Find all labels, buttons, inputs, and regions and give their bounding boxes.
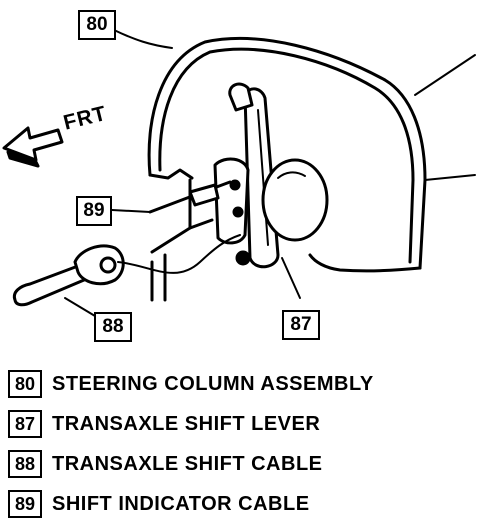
callout-89: 89 bbox=[76, 196, 112, 226]
bracket-bolt-3 bbox=[235, 250, 251, 266]
steering-column-inner bbox=[158, 47, 415, 264]
bracket-bolt-1 bbox=[229, 179, 241, 191]
legend-item: 87 TRANSAXLE SHIFT LEVER bbox=[8, 404, 488, 444]
column-lower-edge bbox=[148, 168, 194, 180]
legend-description: TRANSAXLE SHIFT CABLE bbox=[52, 452, 323, 475]
shift-mechanism-diagram: FRT 80 89 88 87 bbox=[2, 10, 476, 342]
parts-legend: 80 STEERING COLUMN ASSEMBLY 87 TRANSAXLE… bbox=[8, 364, 488, 524]
lever-boss bbox=[261, 158, 329, 242]
legend-number: 87 bbox=[8, 410, 42, 438]
legend-description: STEERING COLUMN ASSEMBLY bbox=[52, 372, 374, 395]
legend-description: TRANSAXLE SHIFT LEVER bbox=[52, 412, 321, 435]
leader-87 bbox=[281, 257, 301, 299]
legend-number: 80 bbox=[8, 370, 42, 398]
transaxle-cable-end bbox=[73, 244, 125, 286]
lever-top-cap bbox=[228, 82, 254, 112]
leader-88 bbox=[64, 297, 96, 317]
mounting-bracket bbox=[213, 157, 250, 245]
lever-boss-hatch bbox=[277, 171, 306, 179]
legend-item: 80 STEERING COLUMN ASSEMBLY bbox=[8, 364, 488, 404]
frame-rail-left bbox=[150, 178, 192, 254]
legend-item: 88 TRANSAXLE SHIFT CABLE bbox=[8, 444, 488, 484]
callout-87: 87 bbox=[282, 310, 320, 340]
indicator-cable-end bbox=[188, 183, 220, 207]
leader-89 bbox=[111, 209, 151, 213]
transaxle-cable-arm bbox=[12, 264, 86, 307]
frame-rail-mid bbox=[188, 218, 214, 230]
callout-80: 80 bbox=[78, 10, 116, 40]
legend-item: 89 SHIFT INDICATOR CABLE bbox=[8, 484, 488, 524]
callout-88: 88 bbox=[94, 312, 132, 342]
shift-lever-slot bbox=[257, 109, 269, 246]
column-right-wall bbox=[308, 253, 422, 273]
legend-number: 89 bbox=[8, 490, 42, 518]
legend-number: 88 bbox=[8, 450, 42, 478]
bracket-bolt-2 bbox=[232, 206, 244, 218]
leader-80 bbox=[113, 29, 173, 49]
cable-end-eyelet bbox=[99, 256, 117, 274]
steering-column-housing bbox=[147, 36, 427, 270]
dash-panel-line bbox=[414, 54, 476, 96]
transaxle-cable-wire bbox=[117, 234, 241, 274]
dash-panel-line-2 bbox=[424, 174, 476, 181]
legend-description: SHIFT INDICATOR CABLE bbox=[52, 492, 310, 515]
front-direction-arrow bbox=[2, 126, 64, 168]
diagram-drawing bbox=[2, 29, 476, 317]
